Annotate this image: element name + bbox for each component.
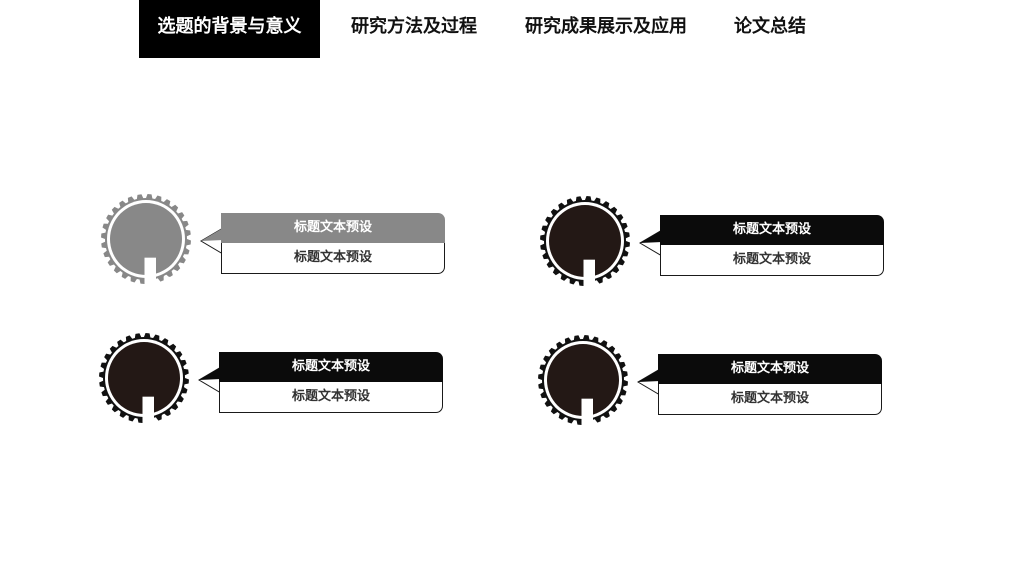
gear-badge: [98, 332, 212, 443]
info-card-2: 标题文本预设 标题文本预设: [539, 195, 899, 306]
tab-thesis-summary[interactable]: 论文总结: [720, 0, 820, 58]
tab-label: 研究成果展示及应用: [525, 16, 687, 37]
tab-label: 论文总结: [734, 16, 806, 37]
bar-chart-icon: [583, 252, 653, 306]
tab-research-methods[interactable]: 研究方法及过程: [335, 0, 493, 58]
bar-chart-icon: [144, 250, 214, 304]
bar-chart-icon: [581, 391, 651, 445]
gear-core: [547, 344, 619, 416]
card-subtitle: 标题文本预设: [658, 384, 882, 415]
tab-label: 研究方法及过程: [351, 16, 477, 37]
card-subtitle: 标题文本预设: [221, 243, 445, 274]
info-card-3: 标题文本预设 标题文本预设: [98, 332, 458, 443]
card-subtitle: 标题文本预设: [219, 382, 443, 413]
tab-background-significance[interactable]: 选题的背景与意义: [139, 0, 320, 58]
tab-research-results[interactable]: 研究成果展示及应用: [508, 0, 704, 58]
gear-badge: [539, 195, 653, 306]
top-navigation: 选题的背景与意义 研究方法及过程 研究成果展示及应用 论文总结: [0, 0, 1024, 58]
bar-chart-icon: [142, 389, 212, 443]
card-title: 标题文本预设: [219, 352, 443, 382]
card-title: 标题文本预设: [658, 354, 882, 384]
gear-badge: [537, 334, 651, 445]
gear-core: [108, 342, 180, 414]
card-title: 标题文本预设: [660, 215, 884, 245]
gear-badge: [100, 193, 214, 304]
card-title: 标题文本预设: [221, 213, 445, 243]
tab-label: 选题的背景与意义: [157, 16, 302, 37]
gear-core: [549, 205, 621, 277]
info-card-1: 标题文本预设 标题文本预设: [100, 193, 460, 304]
gear-core: [110, 203, 182, 275]
card-subtitle: 标题文本预设: [660, 245, 884, 276]
info-card-4: 标题文本预设 标题文本预设: [537, 334, 897, 445]
